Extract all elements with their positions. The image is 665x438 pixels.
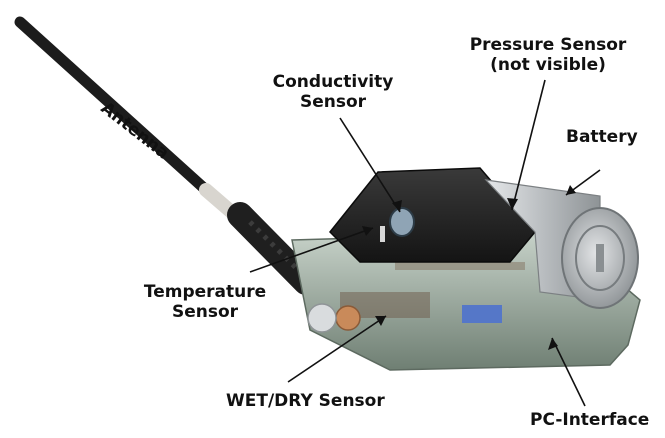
label-temperature-line1: Temperature — [143, 282, 267, 302]
metal-contact — [307, 303, 337, 333]
callout-lines — [249, 79, 601, 407]
label-pressure-line2: (not visible) — [490, 55, 606, 75]
pc-interface-connector — [462, 305, 502, 323]
label-conductivity-line2: Sensor — [299, 92, 367, 112]
label-temperature-line2: Sensor — [171, 302, 239, 322]
antenna — [14, 16, 319, 295]
copper-contact — [335, 305, 361, 331]
conductivity-electrode — [389, 207, 415, 237]
label-wetdry-sensor: WET/DRY Sensor — [226, 391, 385, 411]
label-temperature-sensor: Temperature Sensor — [140, 282, 270, 322]
label-pc-interface: PC-Interface — [530, 410, 650, 430]
label-conductivity-sensor: Conductivity Sensor — [268, 72, 398, 112]
label-battery: Battery — [566, 127, 638, 147]
label-conductivity-line1: Conductivity — [272, 72, 394, 92]
temperature-probe — [380, 226, 385, 242]
top-housing — [328, 167, 536, 263]
label-pressure-sensor: Pressure Sensor (not visible) — [468, 35, 628, 75]
label-pressure-line1: Pressure Sensor — [469, 35, 627, 55]
arrowheads — [362, 185, 576, 350]
battery — [484, 179, 639, 309]
